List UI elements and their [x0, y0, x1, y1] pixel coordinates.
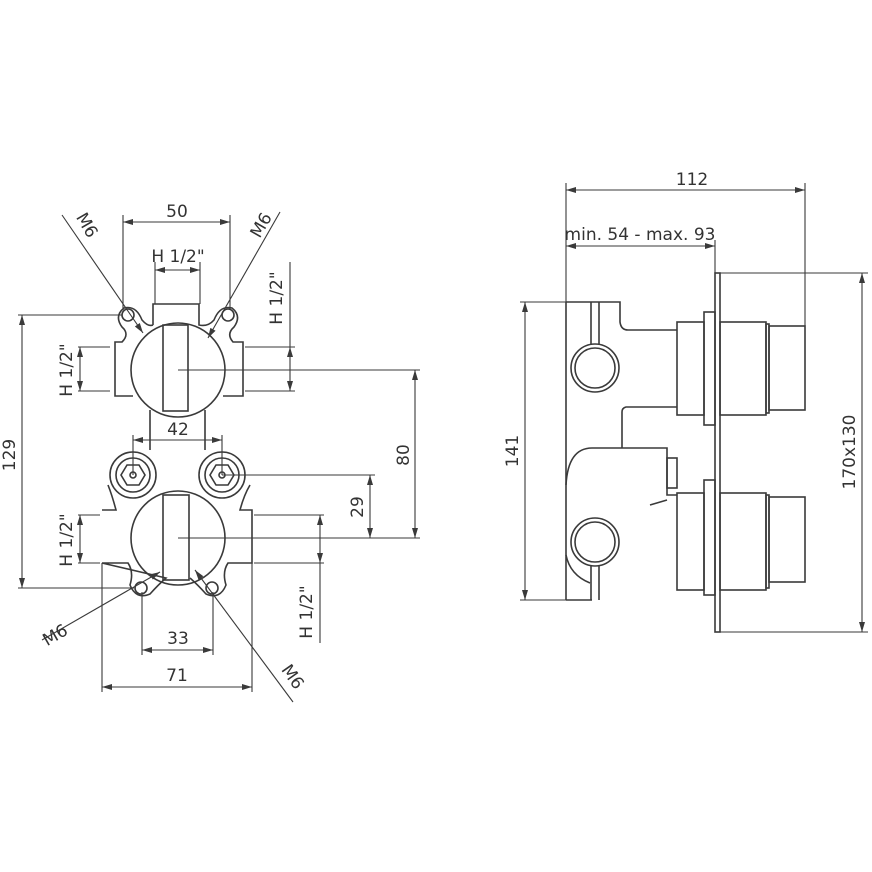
dim-center-distance: 80 — [394, 444, 414, 466]
dim-nut-offset: 29 — [348, 496, 368, 518]
dim-top-width: 50 — [166, 202, 188, 222]
dim-bottom-holes: 33 — [167, 629, 189, 649]
dim-bottom-width: 71 — [166, 666, 188, 686]
dim-top-right-inlet: H 1/2" — [267, 271, 287, 324]
dim-total-depth: 112 — [676, 170, 708, 190]
bottom-valve-body — [101, 451, 253, 597]
side-view: 112 min. 54 - max. 93 141 170x130 — [503, 170, 868, 633]
dim-top-left-inlet: H 1/2" — [57, 343, 77, 396]
screw-label-top-right: M6 — [247, 209, 277, 241]
side-pipe-lower — [570, 517, 620, 567]
screw-label-bottom-right: M6 — [277, 661, 308, 693]
dim-bottom-right-inlet: H 1/2" — [297, 585, 317, 638]
hex-nut-icon — [120, 464, 146, 486]
lower-handle — [676, 479, 806, 596]
dim-nut-spacing: 42 — [167, 420, 189, 440]
mount-hole — [134, 581, 148, 595]
screw-label-top-left: M6 — [71, 209, 101, 241]
dim-top-inlet: H 1/2" — [151, 247, 204, 267]
side-nut — [666, 457, 678, 489]
mount-hole — [205, 581, 219, 595]
side-valve-body — [565, 301, 678, 601]
dim-total-height: 129 — [0, 439, 20, 471]
mount-hole — [221, 308, 235, 322]
side-pipe-upper — [570, 343, 620, 393]
upper-handle — [676, 311, 806, 426]
cover-plate — [714, 272, 721, 633]
front-view: 50 H 1/2" H 1/2" H 1/2" 129 80 29 42 H 1… — [0, 202, 420, 703]
dim-body-height: 141 — [503, 435, 523, 467]
dim-install-depth: min. 54 - max. 93 — [565, 225, 716, 245]
dim-plate-size: 170x130 — [840, 415, 860, 490]
dim-bottom-left-inlet: H 1/2" — [57, 513, 77, 566]
